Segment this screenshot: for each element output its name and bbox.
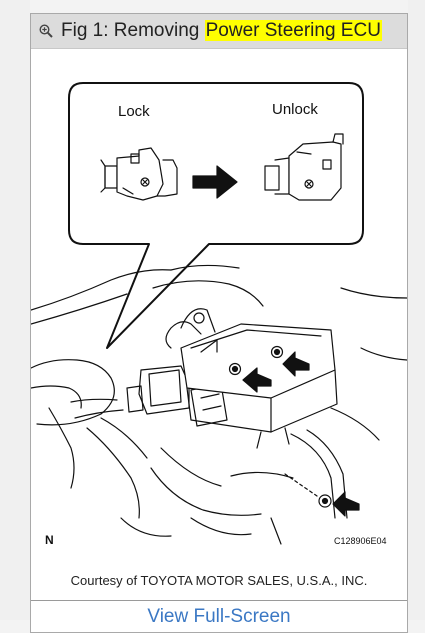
figure-card: Fig 1: Removing Power Steering ECU bbox=[30, 13, 408, 633]
figure-title-prefix: Fig 1: Removing bbox=[61, 20, 205, 41]
ecu-removal-diagram: Lock Unlock N C128906E04 bbox=[31, 82, 407, 547]
page-left-margin bbox=[0, 0, 30, 620]
zoom-in-icon[interactable] bbox=[39, 24, 53, 38]
ecu-mount-bolt-right bbox=[270, 345, 284, 359]
bolt-arrow-lower bbox=[332, 491, 360, 517]
bolt-arrow-right bbox=[282, 351, 310, 377]
unlocked-connector-illustration bbox=[264, 133, 344, 201]
power-steering-ecu bbox=[165, 308, 338, 449]
courtesy-credit: Courtesy of TOYOTA MOTOR SALES, U.S.A., … bbox=[70, 573, 368, 588]
figure-header: Fig 1: Removing Power Steering ECU bbox=[31, 14, 407, 49]
lock-to-unlock-arrow bbox=[192, 165, 238, 199]
figure-title: Fig 1: Removing Power Steering ECU bbox=[61, 19, 382, 43]
ecu-mount-bolt-lower bbox=[284, 473, 332, 508]
unlock-label: Unlock bbox=[272, 101, 318, 118]
ecu-mount-bolt-left bbox=[228, 362, 242, 376]
locked-connector-illustration bbox=[100, 147, 178, 201]
detail-callout-bubble bbox=[68, 82, 364, 349]
north-indicator: N bbox=[45, 533, 54, 547]
bolt-arrow-left bbox=[242, 367, 272, 393]
figure-title-highlight: Power Steering ECU bbox=[204, 20, 382, 41]
ecu-harness-connector bbox=[70, 365, 228, 427]
view-fullscreen-link[interactable]: View Full-Screen bbox=[147, 606, 291, 627]
page-right-margin bbox=[408, 0, 425, 620]
illustration-code: C128906E04 bbox=[334, 536, 387, 546]
lock-label: Lock bbox=[118, 103, 150, 120]
footer-divider bbox=[31, 600, 407, 601]
